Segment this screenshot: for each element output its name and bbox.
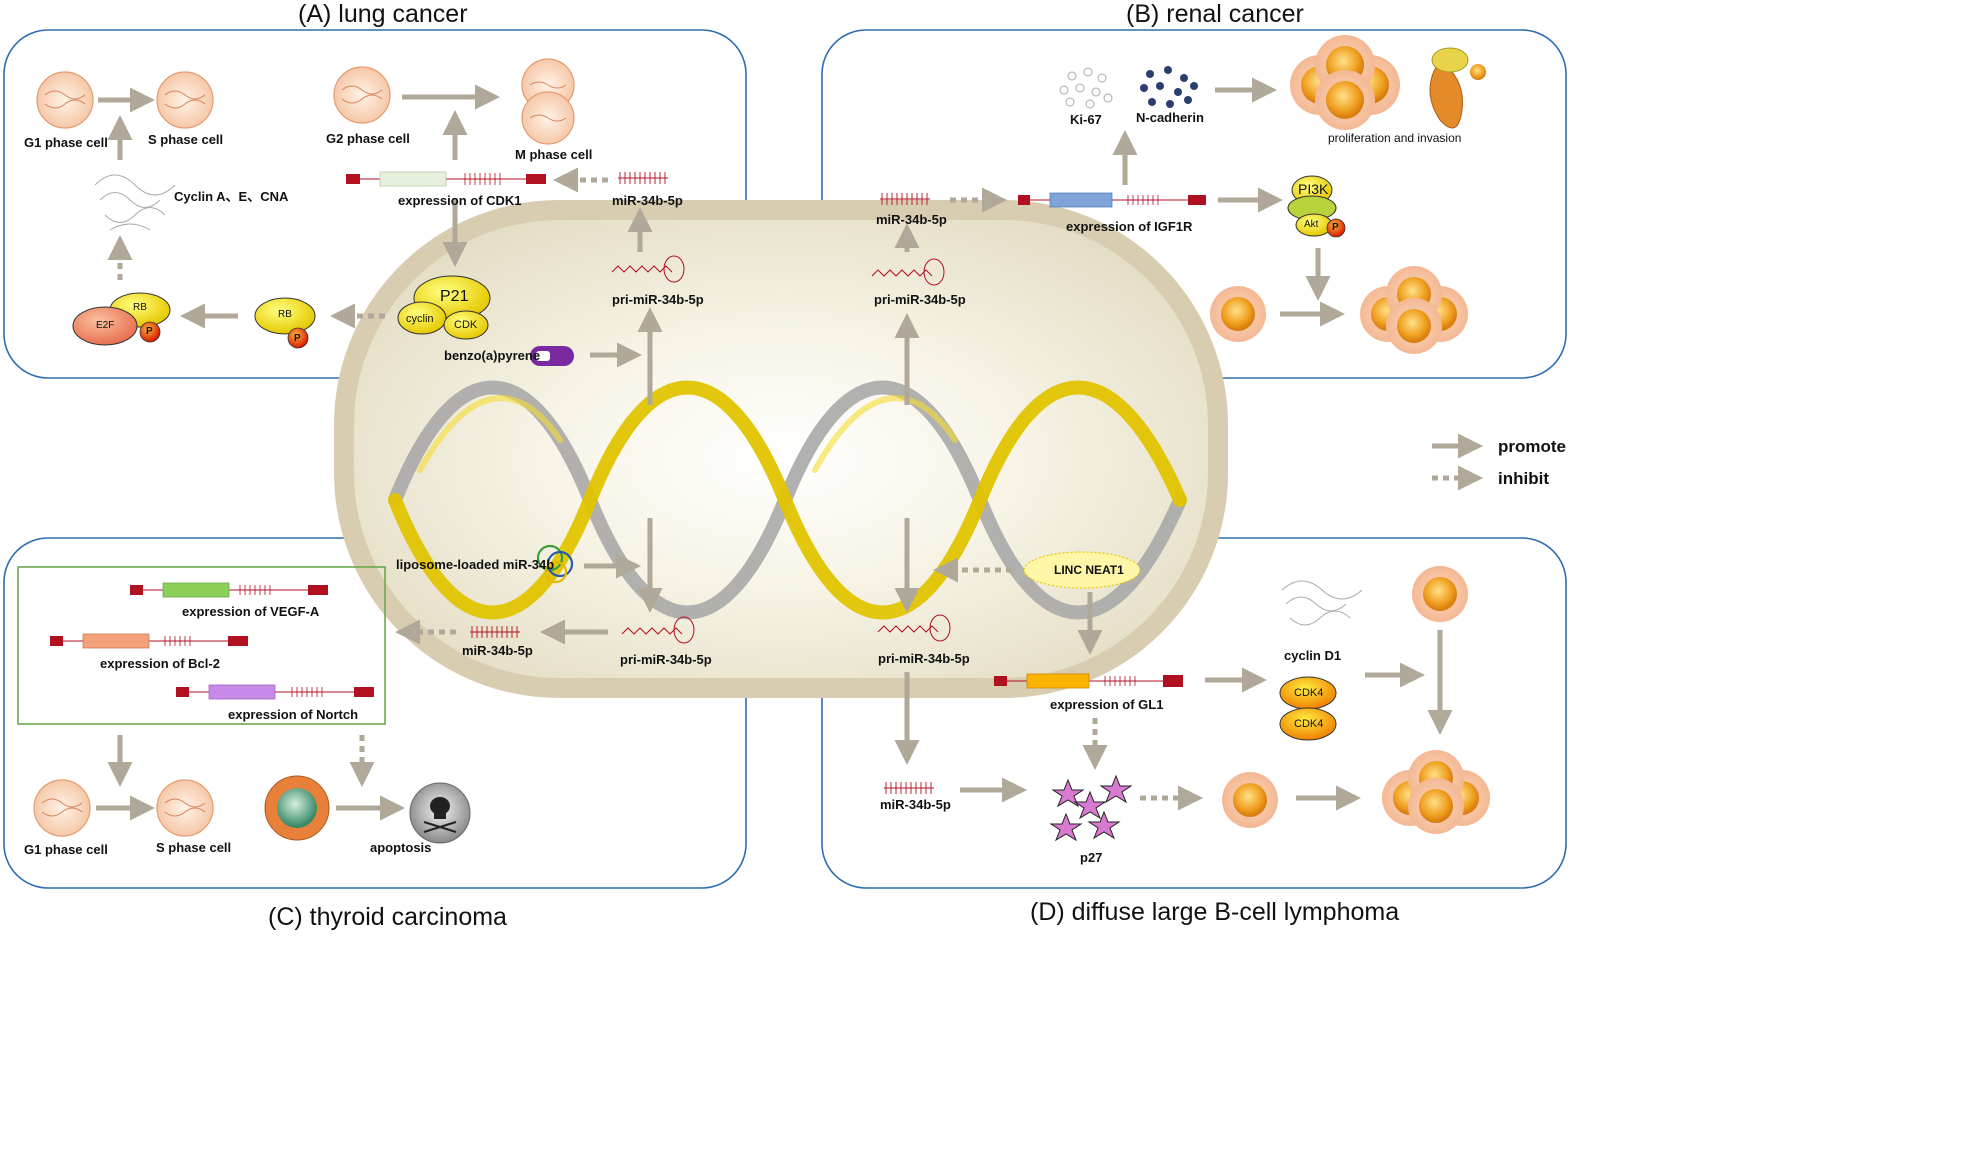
s-phase-cell-a — [156, 71, 214, 129]
pi3k-akt-complex — [1287, 175, 1346, 238]
label-pri-a: pri-miR-34b-5p — [612, 292, 704, 307]
label-s-phase-c: S phase cell — [156, 840, 232, 855]
liposome-icon — [536, 544, 574, 584]
g1-phase-cell-c — [33, 779, 91, 837]
label-s-phase-a: S phase cell — [148, 132, 224, 147]
rb-phosphorylated — [254, 297, 316, 349]
gene-box-c — [17, 566, 386, 725]
igf1r-gene-construct — [1018, 192, 1206, 208]
p21-complex — [397, 275, 491, 340]
tumor-cell-cluster-b — [1290, 35, 1400, 130]
label-mir-a: miR-34b-5p — [612, 193, 683, 208]
label-cdk4-a: CDK4 — [1294, 687, 1324, 699]
label-cdk: CDK — [454, 319, 478, 331]
label-cdk4-b: CDK4 — [1294, 718, 1324, 730]
ki67-dots — [1059, 67, 1113, 109]
label-apoptosis: apoptosis — [370, 840, 432, 855]
label-g1-phase-c: G1 phase cell — [24, 842, 108, 857]
benzo-pyrene-pill — [530, 346, 574, 366]
lymphoma-cell-top — [1412, 566, 1468, 622]
m-phase-cell-a — [521, 58, 575, 145]
legend-promote-label: promote — [1498, 437, 1566, 456]
g1-phase-cell-a — [36, 71, 94, 129]
notch-gene-construct — [176, 684, 374, 700]
skull-icon — [409, 782, 471, 844]
cyclin-d1-protein-icon — [1281, 580, 1363, 626]
cdk1-gene-construct — [346, 171, 546, 187]
label-mir-b: miR-34b-5p — [876, 212, 947, 227]
label-p-a: P — [294, 333, 301, 344]
legend-inhibit-label: inhibit — [1498, 469, 1549, 488]
panel-c-graphics — [17, 518, 695, 844]
mirna-c — [470, 626, 520, 638]
label-mir-d: miR-34b-5p — [880, 797, 951, 812]
s-phase-cell-c — [156, 779, 214, 837]
label-m-phase-a: M phase cell — [515, 147, 593, 162]
label-akt: Akt — [1304, 219, 1319, 230]
label-lipo: liposome-loaded miR-34b — [396, 557, 555, 572]
panel-a-graphics — [36, 58, 685, 405]
pri-mirna-a — [611, 255, 685, 283]
mirna-b — [880, 193, 930, 205]
panel-d-graphics — [877, 518, 1490, 842]
cyclin-protein-icon — [94, 174, 176, 231]
label-bap: benzo(a)pyrene — [444, 348, 541, 363]
label-p21: P21 — [440, 288, 469, 305]
bcl2-gene-construct — [50, 633, 248, 649]
title-panel-b: (B) renal cancer — [1126, 0, 1304, 28]
dna-helix — [388, 380, 1187, 620]
label-ncad: N-cadherin — [1136, 110, 1204, 125]
label-pri-c: pri-miR-34b-5p — [620, 652, 712, 667]
label-p27: p27 — [1080, 850, 1103, 865]
mirna-d — [884, 782, 934, 794]
vegf-gene-construct — [130, 582, 328, 598]
label-notch: expression of Nortch — [228, 707, 359, 722]
panel-b-graphics — [871, 35, 1486, 405]
label-ki67: Ki-67 — [1070, 112, 1102, 127]
pri-mirna-d — [877, 614, 951, 642]
label-pri-d: pri-miR-34b-5p — [878, 651, 970, 666]
e2f-rb-complex — [72, 292, 171, 346]
neat1-cloud — [1023, 551, 1141, 589]
label-gl1: expression of GL1 — [1050, 697, 1164, 712]
label-cyclin-d1: cyclin D1 — [1284, 648, 1342, 663]
title-panel-d: (D) diffuse large B-cell lymphoma — [1030, 898, 1400, 926]
label-prolif: proliferation and invasion — [1328, 131, 1462, 145]
label-e2f: E2F — [96, 320, 115, 331]
label-g1-phase-a: G1 phase cell — [24, 135, 108, 150]
lymphoma-cell-cluster — [1382, 750, 1490, 834]
label-g2-phase-a: G2 phase cell — [326, 131, 410, 146]
label-pi3k: PI3K — [1298, 181, 1329, 197]
title-panel-c: (C) thyroid carcinoma — [268, 903, 507, 931]
p27-stars — [1049, 774, 1133, 842]
label-mir-c: miR-34b-5p — [462, 643, 533, 658]
kidney-icon — [1429, 47, 1486, 129]
label-cdk1: expression of CDK1 — [398, 193, 522, 208]
label-pri-b: pri-miR-34b-5p — [874, 292, 966, 307]
label-p-b: P — [1332, 222, 1339, 233]
lymphoma-cell-single — [1222, 772, 1278, 828]
label-neat1: LINC NEAT1 — [1054, 563, 1124, 577]
pri-mirna-c — [621, 616, 695, 644]
gl1-gene-construct — [994, 673, 1183, 689]
label-bcl2: expression of Bcl-2 — [100, 656, 220, 671]
label-rb-a2: RB — [133, 302, 147, 313]
tumor-cell-cluster-b2 — [1360, 266, 1468, 354]
label-p-a2: P — [146, 326, 153, 337]
n-cadherin-dots — [1140, 66, 1198, 108]
tumor-cell-single-b — [1210, 286, 1266, 342]
mirna-a — [618, 172, 668, 184]
apoptotic-cell-icon — [264, 775, 330, 841]
label-vegf: expression of VEGF-A — [182, 604, 320, 619]
pri-mirna-b — [871, 258, 945, 286]
title-panel-a: (A) lung cancer — [298, 0, 468, 28]
label-cyclin: cyclin — [406, 313, 434, 325]
label-igf1r: expression of IGF1R — [1066, 219, 1193, 234]
label-rb-a: RB — [278, 309, 292, 320]
label-cyclins: Cyclin A、E、CNA — [174, 189, 289, 204]
cdk4-complex — [1279, 676, 1337, 741]
g2-phase-cell-a — [333, 66, 391, 124]
